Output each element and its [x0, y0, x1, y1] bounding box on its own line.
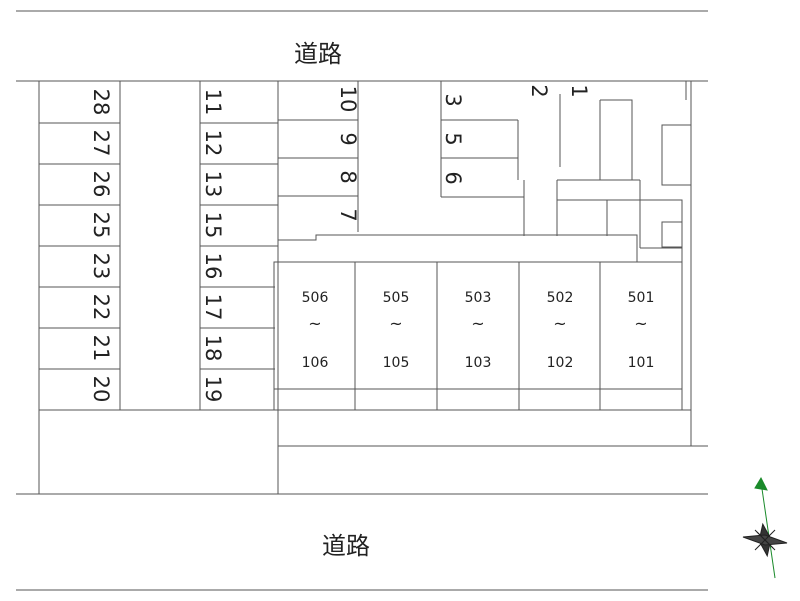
parking-slot-3: 3 — [441, 93, 465, 106]
parking-slot-5: 5 — [441, 132, 465, 145]
right-structures — [523, 81, 708, 447]
svg-text:~: ~ — [471, 314, 484, 333]
svg-text:~: ~ — [389, 314, 402, 333]
parking-col4: 3 5 6 — [441, 93, 465, 184]
parking-slot-12: 12 — [201, 130, 225, 157]
parking-slot-1: 1 — [567, 84, 591, 97]
unit-503: 503 ~ 103 — [465, 290, 492, 371]
parking-slot-16: 16 — [201, 253, 225, 280]
parking-slot-20: 20 — [89, 376, 113, 403]
svg-text:103: 103 — [465, 355, 492, 371]
parking-slot-18: 18 — [201, 335, 225, 362]
building — [273, 234, 683, 411]
lower-walkway — [274, 409, 691, 447]
parking-col3: 10 9 8 7 — [336, 86, 360, 222]
road-bottom-label: 道路 — [322, 532, 370, 560]
svg-text:105: 105 — [383, 355, 410, 371]
parking-slot-8: 8 — [336, 170, 360, 183]
parking-slot-23: 23 — [89, 253, 113, 280]
parking-slot-7: 7 — [336, 208, 360, 221]
parking-slot-22: 22 — [89, 294, 113, 321]
parking-slot-26: 26 — [89, 171, 113, 198]
parking-slot-10: 10 — [336, 86, 360, 113]
svg-text:502: 502 — [547, 290, 574, 306]
svg-text:~: ~ — [634, 314, 647, 333]
parking-slot-21: 21 — [89, 335, 113, 362]
parking-slot-19: 19 — [201, 376, 225, 403]
svg-text:506: 506 — [302, 290, 329, 306]
parking-slot-11: 11 — [201, 89, 225, 116]
parking-col1: 28 27 26 25 23 22 21 20 — [89, 89, 113, 403]
parking-top-right: 2 1 — [527, 84, 591, 97]
compass-icon — [742, 476, 788, 579]
unit-501: 501 ~ 101 — [628, 290, 655, 371]
svg-text:505: 505 — [383, 290, 410, 306]
parking-slot-9: 9 — [336, 132, 360, 145]
parking-slot-27: 27 — [89, 130, 113, 157]
svg-text:503: 503 — [465, 290, 492, 306]
unit-502: 502 ~ 102 — [547, 290, 574, 371]
parking-slot-28: 28 — [89, 89, 113, 116]
parking-slot-17: 17 — [201, 294, 225, 321]
unit-505: 505 ~ 105 — [383, 290, 410, 371]
parking-slot-2: 2 — [527, 84, 551, 97]
parking-block-left — [38, 81, 279, 494]
road-top-label: 道路 — [294, 40, 342, 68]
svg-text:101: 101 — [628, 355, 655, 371]
unit-506: 506 ~ 106 — [302, 290, 329, 371]
svg-text:~: ~ — [553, 314, 566, 333]
parking-col2: 11 12 13 15 16 17 18 19 — [201, 89, 225, 403]
svg-text:102: 102 — [547, 355, 574, 371]
svg-text:106: 106 — [302, 355, 329, 371]
parking-slot-15: 15 — [201, 212, 225, 239]
svg-text:501: 501 — [628, 290, 655, 306]
parking-slot-25: 25 — [89, 212, 113, 239]
parking-slot-13: 13 — [201, 171, 225, 198]
svg-text:~: ~ — [308, 314, 321, 333]
parking-slot-6: 6 — [441, 171, 465, 184]
parking-block-middle — [278, 81, 524, 232]
